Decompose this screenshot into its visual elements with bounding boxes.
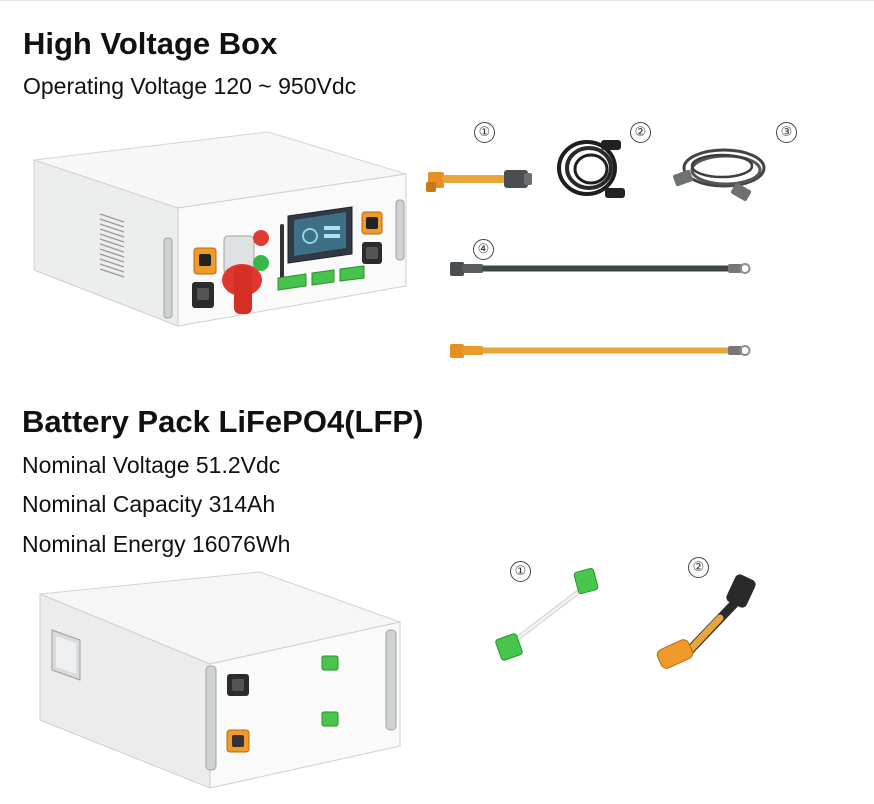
coiled-comm-cable-image [557,140,625,198]
hv-box-image [33,131,407,327]
battery-nominal-voltage: Nominal Voltage 51.2Vdc [22,452,281,478]
short-orange-cable-image [426,170,532,192]
top-divider [0,0,874,1]
battery-nominal-energy: Nominal Energy 16076Wh [22,531,291,557]
hv-operating-voltage: Operating Voltage 120 ~ 950Vdc [23,73,357,99]
network-cable-image [673,148,766,201]
battery-pack-image [39,571,402,789]
battery-nominal-capacity: Nominal Capacity 314Ah [22,491,276,517]
long-dark-cable-image [450,262,751,276]
orange-black-cable-image [656,574,756,669]
hv-accessory-number-4: ④ [473,239,494,260]
battery-accessory-number-1: ① [510,561,531,582]
green-link-cable-image [495,567,599,661]
hv-accessory-number-2: ② [630,122,651,143]
hv-accessory-number-1: ① [474,122,495,143]
battery-pack-title: Battery Pack LiFePO4(LFP) [22,404,424,439]
hv-box-title: High Voltage Box [23,26,278,61]
battery-accessory-number-2: ② [688,557,709,578]
long-orange-cable-image [450,344,751,358]
hv-accessory-number-3: ③ [776,122,797,143]
